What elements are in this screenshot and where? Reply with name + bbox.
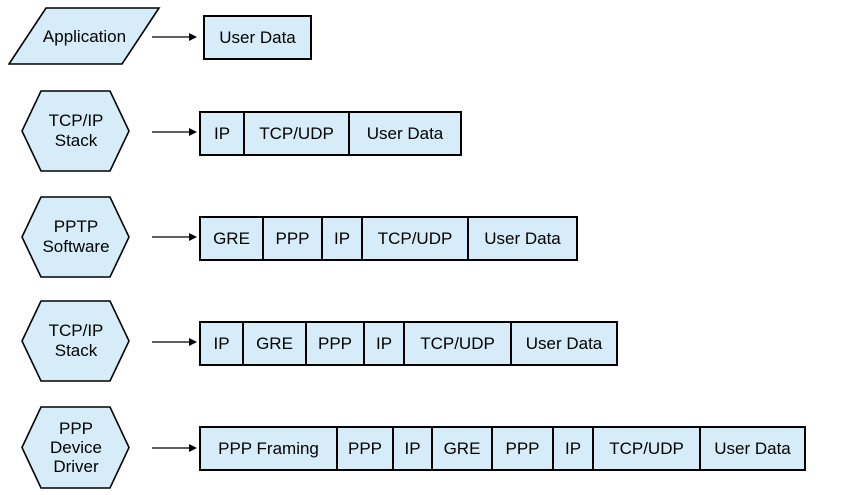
arrow-right-icon <box>152 338 197 346</box>
ppp-device-driver-hexagon-shape <box>21 406 130 489</box>
packet-row-pptp: GRE PPP IP TCP/UDP User Data <box>199 216 578 261</box>
arrow-right-icon <box>152 33 197 41</box>
packet-segment: IP <box>554 428 594 469</box>
packet-segment: GRE <box>244 323 307 364</box>
packet-segment: User Data <box>714 438 791 458</box>
arrow-right-icon <box>152 444 197 452</box>
application-parallelogram-shape <box>8 7 161 65</box>
packet-row-tcpip: IP TCP/UDP User Data <box>199 111 462 156</box>
packet-segment: TCP/UDP <box>245 113 350 154</box>
arrow-right-icon <box>152 233 197 241</box>
packet-segment: PPP <box>493 428 554 469</box>
packet-segment: IP <box>394 428 433 469</box>
packet-segment: User Data <box>525 333 603 353</box>
packet-segment: IP <box>201 323 244 364</box>
packet-row-ppp-driver: PPP Framing PPP IP GRE PPP IP TCP/UDP Us… <box>199 426 806 471</box>
packet-segment: TCP/UDP <box>405 323 512 364</box>
packet-segment: TCP/UDP <box>594 428 701 469</box>
packet-segment: TCP/UDP <box>363 218 469 259</box>
packet-segment: IP <box>323 218 363 259</box>
tcpip-stack-hexagon-shape <box>21 90 130 172</box>
packet-segment: IP <box>201 113 245 154</box>
packet-row-tcpip2: IP GRE PPP IP TCP/UDP User Data <box>199 321 618 366</box>
packet-segment: User Data <box>366 123 444 143</box>
packet-segment: IP <box>365 323 405 364</box>
packet-segment: PPP <box>264 218 323 259</box>
arrow-right-icon <box>152 128 197 136</box>
packet-segment: User Data <box>219 27 296 47</box>
packet-segment: PPP <box>338 428 394 469</box>
packet-segment: PPP Framing <box>201 428 338 469</box>
packet-segment: GRE <box>433 428 493 469</box>
packet-segment: GRE <box>201 218 264 259</box>
packet-segment: PPP <box>307 323 365 364</box>
packet-segment: User Data <box>484 228 561 248</box>
packet-row-application: User Data <box>203 15 312 60</box>
pptp-software-hexagon-shape <box>21 196 130 278</box>
tcpip-stack2-hexagon-shape <box>21 300 130 382</box>
